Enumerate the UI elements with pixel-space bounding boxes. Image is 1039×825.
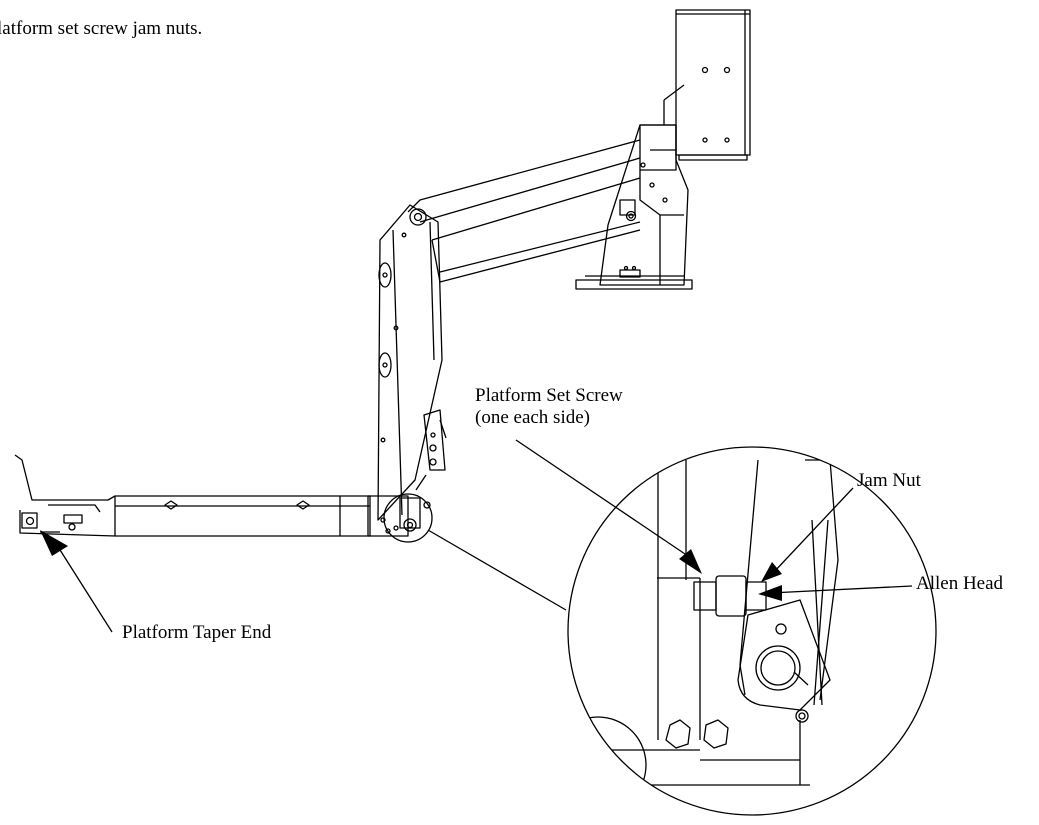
label-jam-nut: Jam Nut [857, 470, 921, 491]
instruction-text: latform set screw jam nuts. [0, 18, 203, 39]
label-platform-taper-end: Platform Taper End [122, 622, 272, 643]
vertical-arm [378, 205, 446, 520]
label-allen-head: Allen Head [916, 573, 1004, 594]
callouts [55, 440, 912, 632]
mount-box [676, 10, 750, 160]
arrow-jam-nut [761, 562, 782, 582]
label-platform-set-screw: Platform Set Screw (one each side) [475, 385, 623, 429]
arrow-set-screw [679, 549, 702, 574]
arrow-allen-head [758, 585, 782, 601]
zoom-line [428, 530, 566, 610]
detail-view [550, 447, 936, 815]
pivot-joint [384, 475, 432, 542]
platform [15, 455, 408, 536]
label-set-screw-line2: (one each side) [475, 407, 590, 428]
arrowheads [40, 530, 782, 601]
mast-base [576, 85, 692, 289]
label-set-screw-line1: Platform Set Screw [475, 385, 623, 406]
arrow-taper-end [40, 530, 68, 556]
upper-arm [408, 140, 640, 282]
